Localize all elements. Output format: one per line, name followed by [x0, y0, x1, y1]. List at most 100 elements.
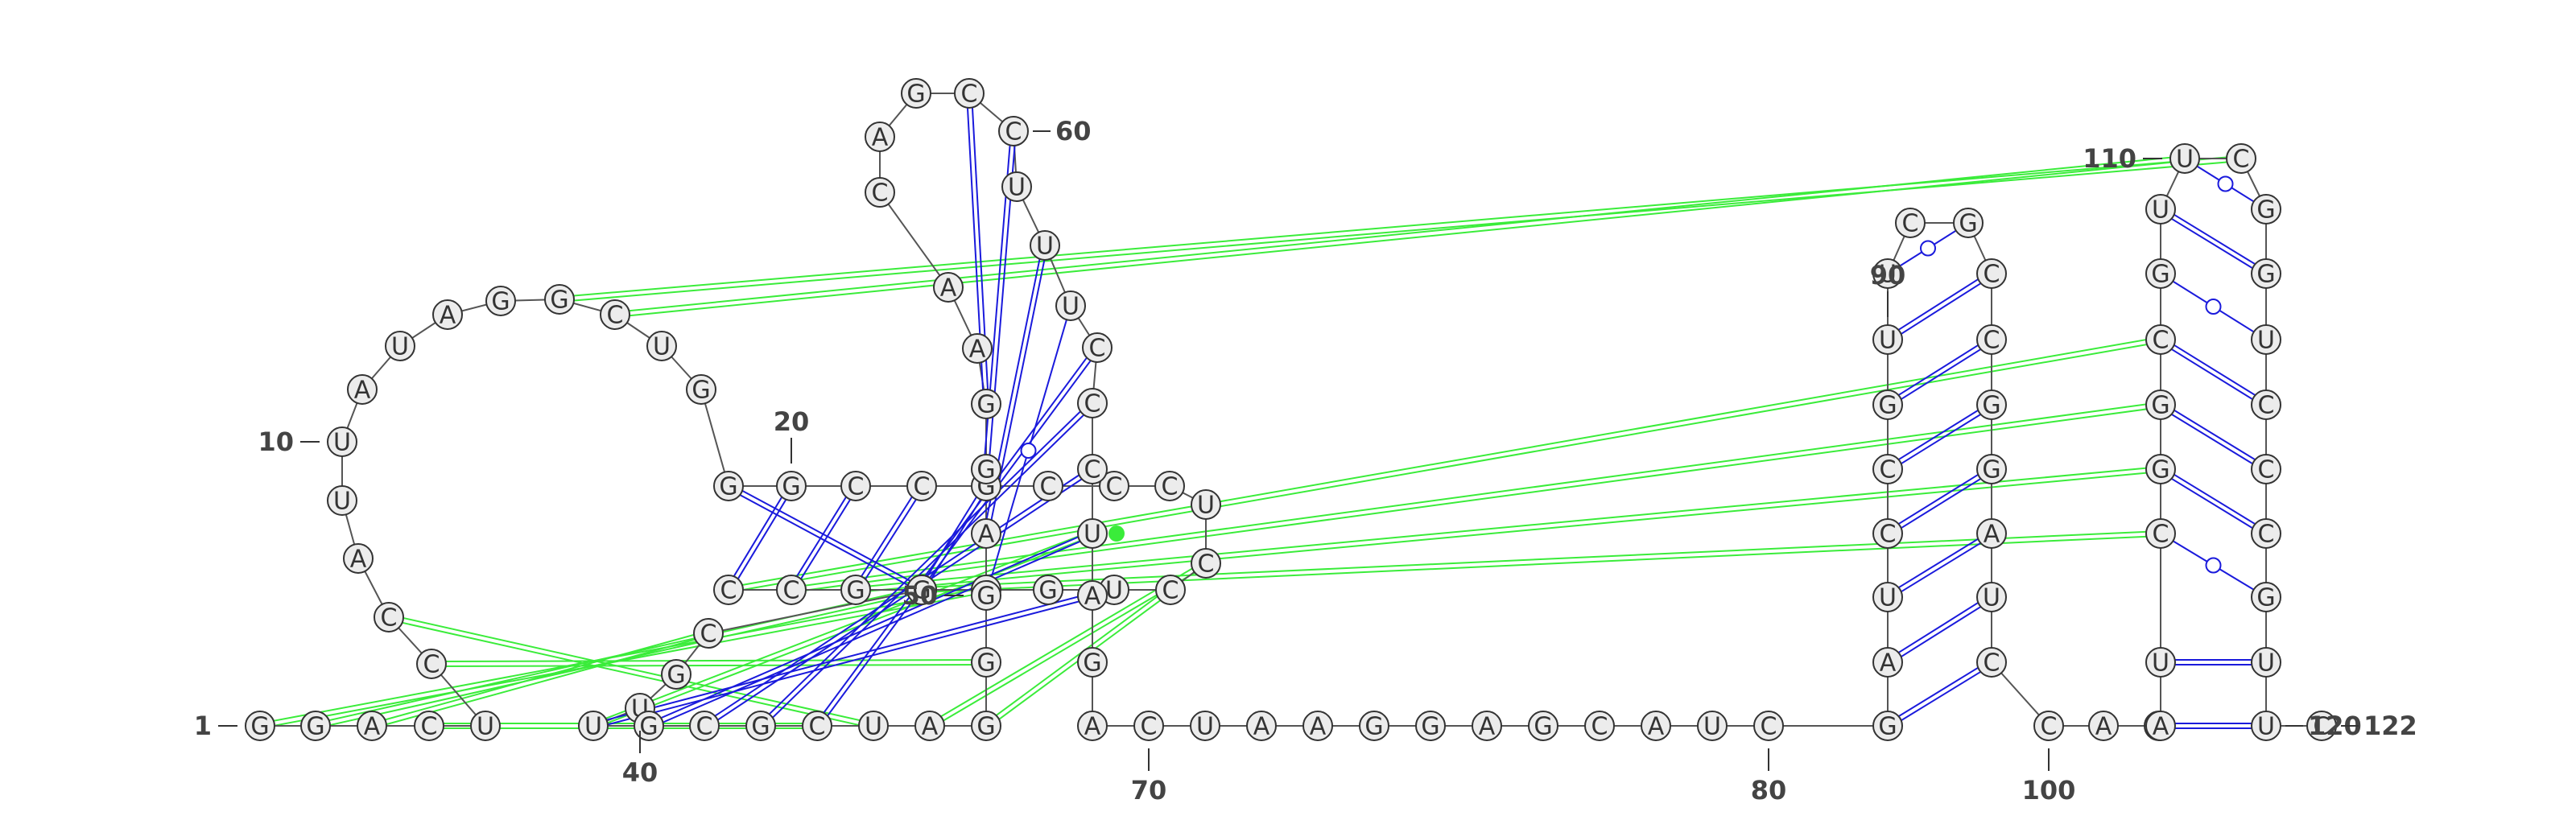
- nucleotide: A: [347, 374, 378, 405]
- nucleotide-circle: [1077, 388, 1108, 418]
- nucleotide-letter: G: [550, 286, 568, 315]
- nucleotide-circle: [1872, 647, 1903, 678]
- nucleotide: G: [1872, 389, 1903, 420]
- nucleotide-letter: U: [1084, 521, 1101, 549]
- nucleotide: G: [2251, 258, 2281, 289]
- nucleotide-circle: [1154, 471, 1185, 501]
- nucleotide: G: [300, 711, 331, 741]
- nucleotide: U: [1872, 582, 1903, 612]
- nucleotide-circle: [385, 331, 415, 361]
- nucleotide-circle: [1976, 324, 2007, 355]
- base-pair-line: [1885, 402, 1991, 468]
- nucleotide-circle: [414, 711, 444, 741]
- nucleotide-circle: [1953, 208, 1984, 238]
- nucleotide-letter: C: [783, 577, 800, 605]
- nucleotide-circle: [1872, 454, 1903, 484]
- nucleotide: G: [840, 575, 871, 605]
- nucleotide: A: [962, 333, 993, 364]
- pseudoknot-line: [615, 159, 2186, 318]
- pseudoknot-line: [729, 340, 2161, 593]
- base-pair-line: [1889, 470, 1994, 537]
- nucleotide-circle: [1077, 580, 1108, 611]
- pseudoknot-line: [614, 155, 2185, 314]
- nucleotide-letter: A: [1984, 521, 2000, 549]
- nucleotide-letter: C: [1106, 473, 1123, 501]
- nucleotide-letter: A: [1880, 649, 1897, 678]
- nucleotide-letter: G: [2256, 584, 2275, 612]
- nucleotide-letter: U: [333, 488, 351, 516]
- nucleotide-letter: G: [846, 577, 865, 605]
- nucleotide: U: [327, 485, 357, 516]
- nucleotide-letter: U: [584, 713, 602, 741]
- position-label: 60: [1055, 116, 1092, 146]
- nucleotide-letter: U: [1703, 713, 1721, 741]
- position-label: 90: [1870, 260, 1906, 291]
- nucleotide-circle: [914, 711, 945, 741]
- nucleotide-circle: [347, 374, 378, 405]
- nucleotide-letter: A: [2153, 713, 2169, 741]
- base-pair-line: [1885, 594, 1991, 661]
- nucleotide-circle: [661, 659, 691, 690]
- nucleotide: G: [661, 659, 691, 690]
- pseudoknot-line: [984, 587, 1170, 725]
- nucleotide-circle: [693, 618, 724, 649]
- nucleotide-circle: [646, 331, 677, 361]
- nucleotide-letter: U: [1008, 174, 1026, 202]
- base-pair-line: [762, 404, 1095, 728]
- nucleotide-letter: U: [1105, 577, 1123, 605]
- nucleotide: U: [327, 426, 357, 457]
- base-pair-line: [2158, 340, 2265, 408]
- position-label: 50: [902, 580, 938, 611]
- nucleotide-letter: A: [1648, 713, 1665, 741]
- base-pair-line: [758, 401, 1092, 725]
- nucleotide-circle: [1359, 711, 1389, 741]
- nucleotide: G: [1976, 454, 2007, 484]
- nucleotide-letter: U: [1879, 261, 1897, 289]
- base-pair-line: [1885, 270, 1991, 339]
- nucleotide: C: [2251, 518, 2281, 549]
- nucleotide-letter: G: [1878, 392, 1897, 420]
- nucleotide-circle: [1976, 454, 2007, 484]
- base-pair-line: [1889, 274, 1994, 343]
- nucleotide-circle: [1077, 518, 1108, 549]
- nucleotide-letter: C: [872, 179, 889, 208]
- nucleotide: C: [1077, 388, 1108, 418]
- nucleotide: C: [1895, 208, 1926, 238]
- nucleotide: U: [2251, 711, 2281, 741]
- nucleotide-circle: [1155, 575, 1186, 605]
- nucleotide: C: [693, 618, 724, 649]
- nucleotide: U: [1872, 258, 1903, 289]
- nucleotide-letter: C: [1040, 473, 1057, 501]
- nucleotide-letter: U: [1062, 293, 1080, 321]
- nucleotide-letter: G: [2151, 456, 2169, 484]
- nucleotide-circle: [2145, 258, 2176, 289]
- nucleotide-letter: C: [2258, 456, 2275, 484]
- nucleotide-letter: C: [2041, 713, 2058, 741]
- nucleotide-letter: U: [333, 429, 351, 457]
- nucleotide: G: [906, 575, 937, 605]
- nucleotide: C: [1154, 471, 1185, 501]
- pseudoknot-marker: [1108, 525, 1125, 542]
- nucleotide: G: [1872, 711, 1903, 741]
- nucleotide-letter: C: [961, 80, 978, 109]
- nucleotide-circle: [2251, 582, 2281, 612]
- nucleotide-circle: [971, 647, 1001, 678]
- nucleotide-letter: A: [1310, 713, 1327, 741]
- nucleotide: C: [689, 711, 720, 741]
- nucleotide-circle: [1872, 324, 1903, 355]
- nucleotide-circle: [374, 602, 404, 633]
- nucleotide: C: [1077, 454, 1108, 484]
- nucleotide-circle: [2251, 324, 2281, 355]
- nucleotide: C: [1753, 711, 1784, 741]
- nucleotide-circle: [686, 374, 716, 405]
- nucleotide-circle: [432, 299, 463, 330]
- nucleotide-letter: G: [1421, 713, 1439, 741]
- nucleotide: U: [1055, 291, 1086, 321]
- nucleotide-circle: [1099, 471, 1129, 501]
- base-pair-line: [2161, 466, 2268, 533]
- nucleotide-circle: [2169, 143, 2200, 174]
- nucleotide: C: [1099, 471, 1129, 501]
- nucleotide: C: [1191, 548, 1221, 579]
- nucleotide-circle: [1133, 711, 1164, 741]
